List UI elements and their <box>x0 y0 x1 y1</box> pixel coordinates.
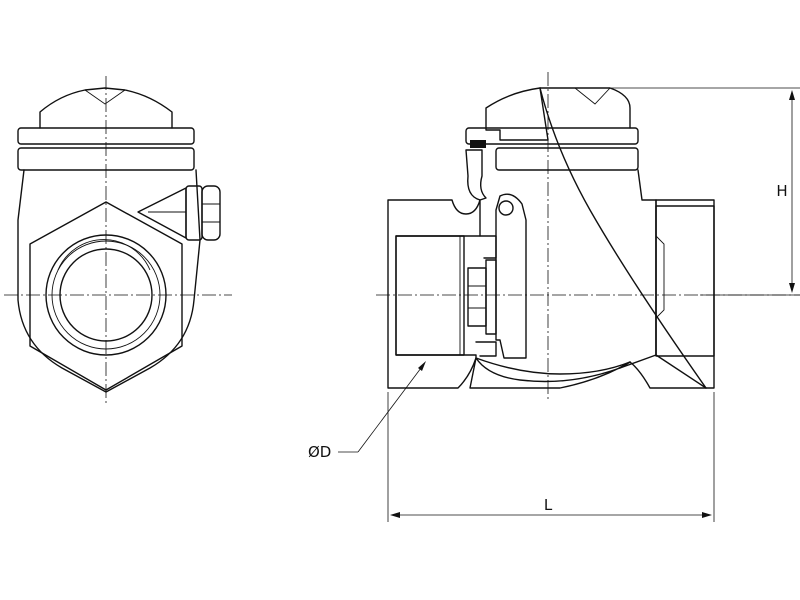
dimension-d: ØD <box>308 361 426 461</box>
diameter-label: ØD <box>308 443 331 461</box>
section-view <box>376 72 800 400</box>
end-view <box>4 76 232 405</box>
length-label: L <box>544 496 553 514</box>
dimension-l: L <box>387 392 715 522</box>
height-label: H <box>776 182 787 200</box>
dimension-h: H <box>560 87 800 296</box>
